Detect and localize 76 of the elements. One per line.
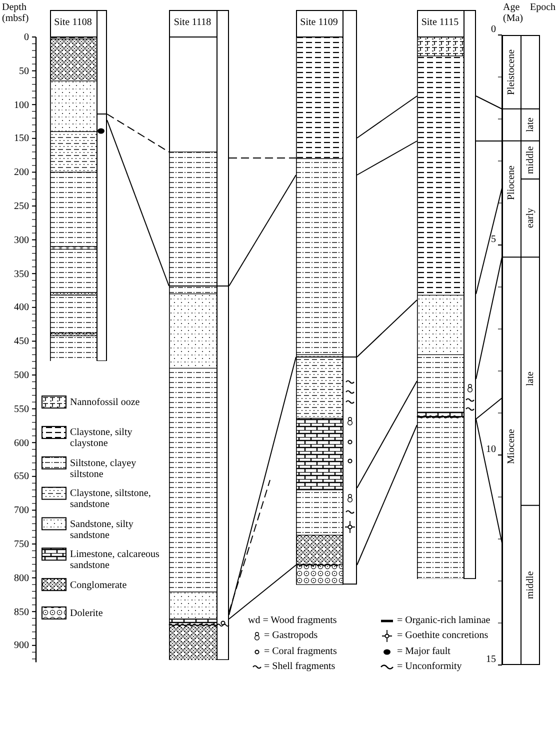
correlation-line [106,114,170,152]
tick-label: 50 [18,66,29,77]
correlation-line [356,424,418,566]
legend-text: = Shell fragments [264,661,336,672]
tick-label: 700 [13,505,29,516]
correlation-line [356,300,418,358]
correlation-line [476,96,502,110]
epoch-label: early [525,208,536,228]
tick-label: 750 [13,539,29,550]
tick-label: 900 [13,640,29,652]
tick-label: 600 [13,438,29,449]
correlation-line [476,140,502,142]
correlation-line [476,418,502,544]
legend-text: = Organic-rich laminae [397,615,490,626]
legend-text: Limestone, calcareous sandstone [70,549,160,572]
tick-label: 400 [13,302,29,314]
axis-title: Epoch [530,2,556,13]
legend-text: = Coral fragments [264,646,337,657]
tick-label: 300 [13,234,29,246]
tick-label: 550 [13,404,29,415]
epoch-label: Pleistocene [506,49,517,95]
tick-label: 650 [13,471,29,482]
column-header: Site 1109 [299,17,339,28]
correlation-line [476,188,502,294]
legend-text: Claystone, siltstone, sandstone [70,488,152,510]
correlation-line [356,380,418,488]
epoch-column [502,35,540,665]
legend-text: Nannofossil ooze [70,397,141,408]
tick-label: 0 [23,32,29,43]
tick-label: 800 [13,572,29,584]
correlation-line [228,356,296,616]
tick-label: 5 [490,234,496,245]
correlation-line [476,256,502,380]
stratigraphic-column [50,10,107,362]
legend-text: = Unconformity [397,661,462,672]
tick-label: 450 [13,336,29,348]
stratigraphic-column [169,10,229,660]
tick-label: 0 [490,24,496,35]
epoch-label: middle [525,571,536,600]
correlation-line [106,120,170,286]
correlation-line [356,96,418,138]
correlation-line [228,564,296,620]
tick-label: 10 [485,444,496,455]
column-header: Site 1108 [53,17,93,28]
legend-text: = Goethite concretions [397,630,488,641]
column-header: Site 1115 [420,17,460,28]
correlation-line [228,480,270,612]
legend-text: = Gastropods [264,630,318,641]
correlation-line [476,398,502,420]
legend-text: wd = Wood fragments [248,615,337,626]
epoch-label: late [525,372,536,386]
tick-label: 500 [13,370,29,381]
legend-text: Claystone, silty claystone [70,427,134,450]
legend-text: Siltstone, clayey siltstone [70,458,138,480]
axis-title: Depth (mbsf) [2,2,30,24]
correlation-line [356,140,418,176]
legend-text: Sandstone, silty sandstone [70,518,134,541]
epoch-label: middle [525,146,536,174]
legend-text: Conglomerate [70,580,128,591]
stratigraphic-column [296,10,357,585]
stratigraphic-column [417,10,476,580]
correlation-line [228,174,296,286]
tick-label: 100 [13,100,29,111]
tick-label: 850 [13,606,29,618]
column-header: Site 1118 [172,17,212,28]
epoch-label: Pliocene [506,166,517,200]
epoch-label: late [525,117,536,132]
legend-text: = Major fault [397,646,450,657]
tick-label: 150 [13,133,29,144]
legend-text: Dolerite [70,608,104,619]
tick-label: 250 [13,201,29,212]
tick-label: 200 [13,167,29,178]
epoch-label: Miocene [506,429,517,464]
axis-title: Age (Ma) [503,2,524,24]
tick-label: 15 [485,654,496,665]
tick-label: 350 [13,268,29,280]
